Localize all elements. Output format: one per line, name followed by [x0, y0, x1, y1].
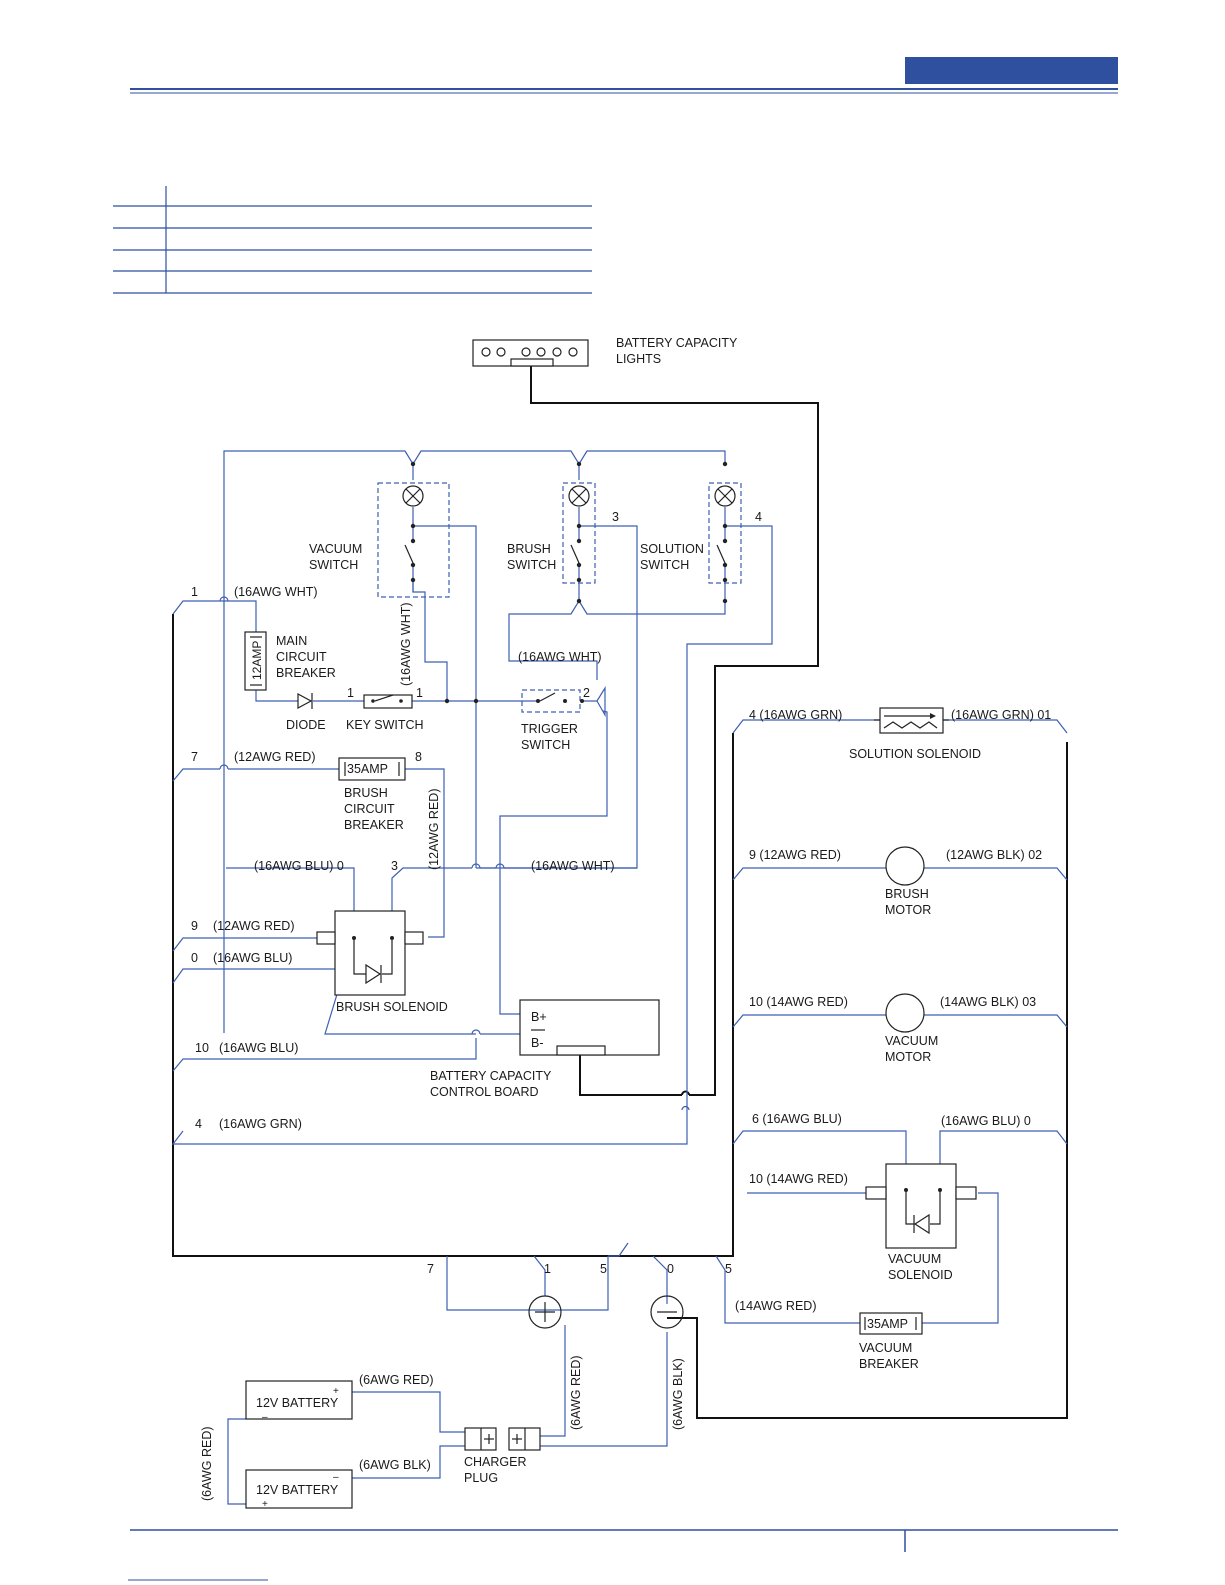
svg-text:8: 8: [415, 750, 422, 764]
key-switch[interactable]: [363, 694, 479, 709]
svg-text:(16AWG WHT): (16AWG WHT): [399, 602, 413, 686]
brush-circuit-breaker: 35AMP: [338, 757, 406, 781]
brush-breaker-rating: 35AMP: [347, 762, 388, 776]
svg-text:3: 3: [391, 859, 398, 873]
negative-terminal: [650, 1295, 684, 1329]
svg-text:(6AWG BLK): (6AWG BLK): [671, 1358, 685, 1430]
battery-bottom: 12V BATTERY – +: [245, 1469, 353, 1510]
svg-text:0: 0: [191, 951, 198, 965]
brush-switch[interactable]: [562, 461, 596, 604]
svg-text:9: 9: [191, 919, 198, 933]
trigger-switch[interactable]: [521, 689, 584, 713]
svg-text:(16AWG WHT): (16AWG WHT): [234, 585, 318, 599]
key-switch-label: KEY SWITCH: [346, 718, 424, 732]
svg-text:(12AWG BLK) 02: (12AWG BLK) 02: [946, 848, 1042, 862]
vacuum-switch[interactable]: [377, 461, 450, 598]
svg-text:(16AWG BLU) 0: (16AWG BLU) 0: [941, 1114, 1031, 1128]
svg-text:(16AWG BLU) 0: (16AWG BLU) 0: [254, 859, 344, 873]
revision-table: [113, 186, 592, 294]
charger-plug: [464, 1427, 541, 1451]
vacuum-solenoid: [865, 1163, 977, 1249]
svg-text:10 (14AWG RED): 10 (14AWG RED): [749, 995, 848, 1009]
battery-bottom-plus: +: [262, 1499, 268, 1510]
vacuum-breaker-rating: 35AMP: [867, 1317, 908, 1331]
svg-text:(14AWG BLK) 03: (14AWG BLK) 03: [940, 995, 1036, 1009]
svg-text:(16AWG BLU): (16AWG BLU): [213, 951, 292, 965]
svg-text:(16AWG WHT): (16AWG WHT): [531, 859, 615, 873]
brush-solenoid: [316, 910, 424, 996]
svg-text:(16AWG WHT): (16AWG WHT): [518, 650, 602, 664]
svg-text:7: 7: [427, 1262, 434, 1276]
svg-text:7: 7: [191, 750, 198, 764]
svg-text:1: 1: [347, 686, 354, 700]
vacuum-motor: [885, 993, 925, 1033]
battery-bottom-label: 12V BATTERY: [256, 1483, 339, 1497]
wire-labels: 1 (16AWG WHT) (16AWG WHT) (16AWG WHT) 3 …: [191, 510, 1051, 1501]
main-circuit-breaker: 12AMP: [244, 631, 267, 691]
solution-solenoid-label: SOLUTION SOLENOID: [849, 747, 981, 761]
svg-text:3: 3: [612, 510, 619, 524]
battery-top-label: 12V BATTERY: [256, 1396, 339, 1410]
battery-capacity-control-board: B+ B-: [519, 999, 660, 1056]
svg-text:(6AWG RED): (6AWG RED): [569, 1355, 583, 1430]
svg-text:(14AWG RED): (14AWG RED): [735, 1299, 817, 1313]
positive-terminal: [528, 1295, 562, 1329]
main-breaker-rating: 12AMP: [250, 641, 264, 680]
black-wires: [172, 366, 1068, 1419]
svg-text:(6AWG RED): (6AWG RED): [359, 1373, 434, 1387]
battery-top: 12V BATTERY + –: [245, 1380, 353, 1423]
svg-text:5: 5: [600, 1262, 607, 1276]
brush-motor: [885, 846, 925, 886]
vacuum-breaker: 35AMP: [859, 1312, 923, 1335]
svg-text:2: 2: [583, 686, 590, 700]
battery-top-plus: +: [333, 1386, 339, 1397]
svg-text:(16AWG BLU): (16AWG BLU): [219, 1041, 298, 1055]
svg-text:9 (12AWG RED): 9 (12AWG RED): [749, 848, 841, 862]
brush-solenoid-label: BRUSH SOLENOID: [336, 1000, 448, 1014]
blue-wires: [171, 450, 1068, 1505]
battery-bottom-minus: –: [333, 1472, 339, 1483]
svg-text:(6AWG RED): (6AWG RED): [200, 1426, 214, 1501]
diode-label: DIODE: [286, 718, 326, 732]
svg-text:(16AWG GRN) 01: (16AWG GRN) 01: [951, 708, 1051, 722]
svg-text:1: 1: [191, 585, 198, 599]
svg-text:6 (16AWG BLU): 6 (16AWG BLU): [752, 1112, 842, 1126]
svg-text:5: 5: [725, 1262, 732, 1276]
svg-text:(6AWG BLK): (6AWG BLK): [359, 1458, 431, 1472]
solution-solenoid: [874, 707, 949, 734]
svg-text:(12AWG RED): (12AWG RED): [213, 919, 295, 933]
solution-switch[interactable]: [708, 461, 742, 604]
board-terminal-neg: B-: [531, 1036, 544, 1050]
svg-text:4: 4: [755, 510, 762, 524]
svg-text:0: 0: [667, 1262, 674, 1276]
battery-top-minus: –: [262, 1412, 268, 1423]
svg-text:(12AWG RED): (12AWG RED): [427, 789, 441, 871]
svg-text:4 (16AWG GRN): 4 (16AWG GRN): [749, 708, 842, 722]
svg-text:(12AWG RED): (12AWG RED): [234, 750, 316, 764]
svg-text:4: 4: [195, 1117, 202, 1131]
svg-text:1: 1: [544, 1262, 551, 1276]
svg-text:(16AWG GRN): (16AWG GRN): [219, 1117, 302, 1131]
svg-text:10: 10: [195, 1041, 209, 1055]
svg-text:1: 1: [416, 686, 423, 700]
diode: [297, 692, 313, 710]
header-accent-block: [905, 57, 1118, 84]
svg-text:10 (14AWG RED): 10 (14AWG RED): [749, 1172, 848, 1186]
board-terminal-pos: B+: [531, 1010, 547, 1024]
